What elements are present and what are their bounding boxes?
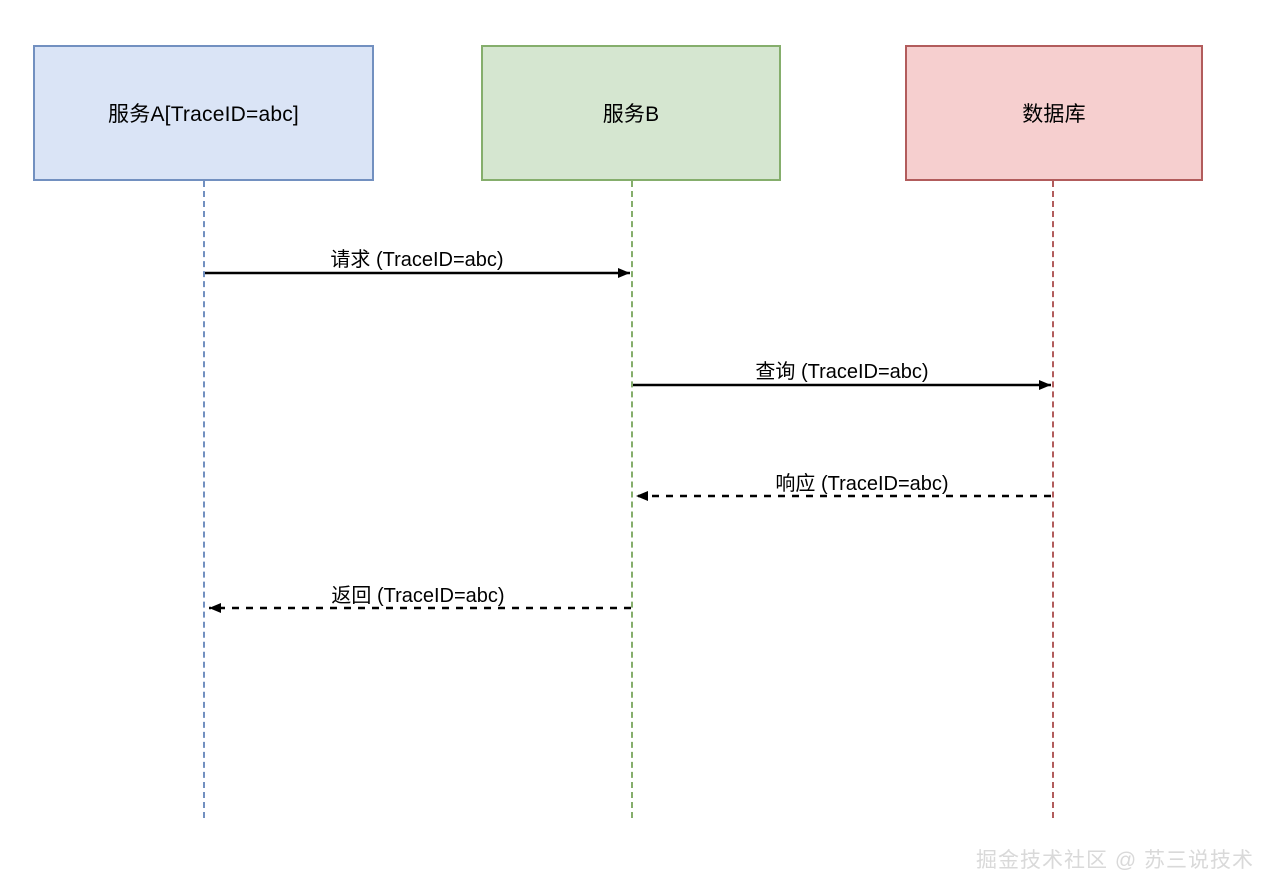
message-label-query: 查询 (TraceID=abc) [755, 361, 929, 383]
message-label-request: 请求 (TraceID=abc) [330, 249, 504, 271]
lifeline-service-a [203, 181, 205, 818]
participant-box-database[interactable]: 数据库 [905, 45, 1203, 181]
participant-label-service-a: 服务A[TraceID=abc] [108, 103, 299, 126]
watermark-text: 掘金技术社区 @ 苏三说技术 [976, 849, 1254, 872]
participant-box-service-b[interactable]: 服务B [481, 45, 781, 181]
participant-box-service-a[interactable]: 服务A[TraceID=abc] [33, 45, 374, 181]
message-label-response: 响应 (TraceID=abc) [775, 473, 949, 495]
lifeline-service-b [631, 181, 633, 818]
participant-label-service-b: 服务B [602, 103, 660, 126]
lifeline-database [1052, 181, 1054, 818]
message-label-return: 返回 (TraceID=abc) [331, 585, 505, 607]
participant-label-database: 数据库 [1022, 103, 1086, 126]
